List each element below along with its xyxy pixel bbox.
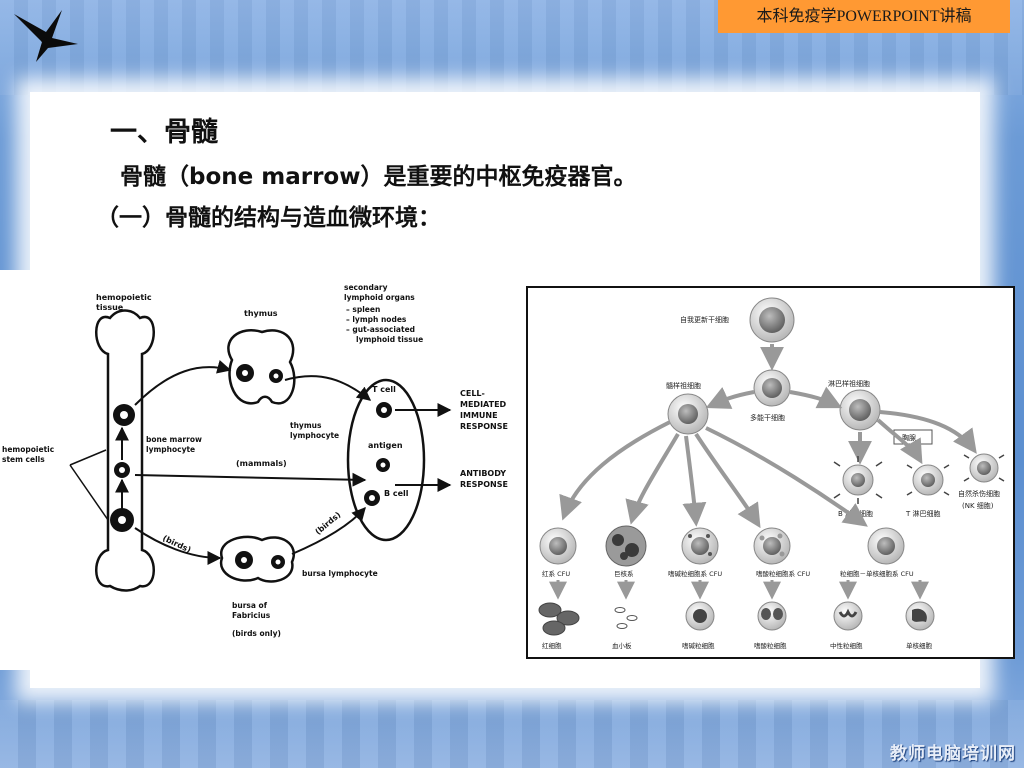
label-mature-basophil: 嗜碱粒细胞 (682, 641, 715, 650)
label-cfu-eosinophil: 嗜酸粒细胞系 CFU (756, 569, 810, 578)
erythroid-cfu (539, 527, 577, 565)
label-cfu-gm: 粒细胞－单核细胞系 CFU (840, 569, 914, 578)
label-birds-right: (birds) (314, 510, 343, 536)
label-mature-rbc: 红细胞 (542, 641, 562, 650)
label-b-cell: B cell (384, 489, 409, 498)
label-myeloid-progenitor: 髓样祖细胞 (666, 381, 701, 390)
course-badge: 本科免疫学POWERPOINT讲稿 (718, 0, 1010, 33)
label-lymphoid-progenitor: 淋巴样祖细胞 (828, 379, 870, 388)
neutrophil (833, 601, 863, 631)
footer-watermark: 教师电脑培训网 (890, 744, 1016, 764)
eosinophil-cfu (753, 527, 791, 565)
bursa-shape (219, 535, 295, 583)
label-bone-marrow-lymphocyte: bone marrow lymphocyte (146, 435, 205, 454)
label-antigen: antigen (368, 441, 403, 450)
label-mature-eosinophil: 嗜酸粒细胞 (754, 641, 787, 650)
thymus-shape (227, 329, 296, 405)
platelets (614, 607, 638, 629)
eosinophil (757, 601, 787, 631)
label-self-renewing: 自我更新干细胞 (680, 315, 729, 324)
secondary-lymphoid-oval (346, 378, 426, 542)
section-heading: 一、骨髓 (110, 117, 218, 148)
monocyte (905, 601, 935, 631)
label-t-cell: T cell (372, 385, 396, 394)
red-blood-cells (538, 602, 580, 636)
label-nk: 自然杀伤细胞 (NK 细胞) (958, 489, 1002, 510)
bird-logo-icon (14, 10, 78, 62)
label-hemopoietic-tissue: hemopoietic tissue (96, 293, 154, 312)
label-bursa-lymphocyte: bursa lymphocyte (302, 569, 378, 578)
nk-cell (963, 453, 1005, 483)
label-birds-left: (birds) (161, 534, 192, 555)
megakaryocyte (605, 525, 647, 567)
label-secondary-organs: secondary lymphoid organs – spleen – lym… (344, 283, 423, 344)
label-bursa: bursa of Fabricius (birds only) (232, 601, 281, 638)
label-cfu-erythroid: 红系 CFU (542, 569, 570, 578)
label-stem-cells: hemopoietic stem cells (2, 445, 57, 464)
granulocyte-monocyte-cfu (867, 527, 905, 565)
t-lymphocyte (906, 464, 950, 496)
intro-text: 骨髓（bone marrow）是重要的中枢免疫器官。 (120, 164, 637, 190)
label-cell-mediated: CELL- MEDIATED IMMUNE RESPONSE (460, 389, 509, 431)
bone-shape (95, 309, 155, 592)
label-antibody: ANTIBODY RESPONSE (460, 469, 509, 489)
label-thymus: thymus (244, 309, 278, 318)
label-mammals: (mammals) (236, 459, 287, 468)
label-mature-neutrophil: 中性粒细胞 (830, 641, 863, 650)
label-t-lymph: T 淋巴细胞 (905, 509, 941, 518)
label-mature-monocyte: 单核细胞 (906, 641, 933, 650)
lymphocyte-development-figure: hemopoietic tissue thymus secondary lymp… (0, 270, 520, 670)
label-cfu-megakaryocyte: 巨核系 (614, 569, 634, 578)
label-mature-platelet: 血小板 (612, 641, 632, 650)
hematopoiesis-figure: 自我更新干细胞 多能干细胞 髓样祖细胞 淋巴样祖细胞 胸腺 (526, 286, 1015, 659)
subsection-heading: （一）骨髓的结构与造血微环境： (96, 205, 441, 231)
label-multipotent: 多能干细胞 (750, 413, 785, 422)
basophil-cfu (681, 527, 719, 565)
bottom-decor-band (0, 700, 1024, 768)
b-lymphocyte (833, 456, 883, 504)
label-cfu-basophil: 嗜碱粒细胞系 CFU (668, 569, 722, 578)
label-thymus-lymphocyte: thymus lymphocyte (290, 421, 339, 440)
basophil (685, 601, 715, 631)
